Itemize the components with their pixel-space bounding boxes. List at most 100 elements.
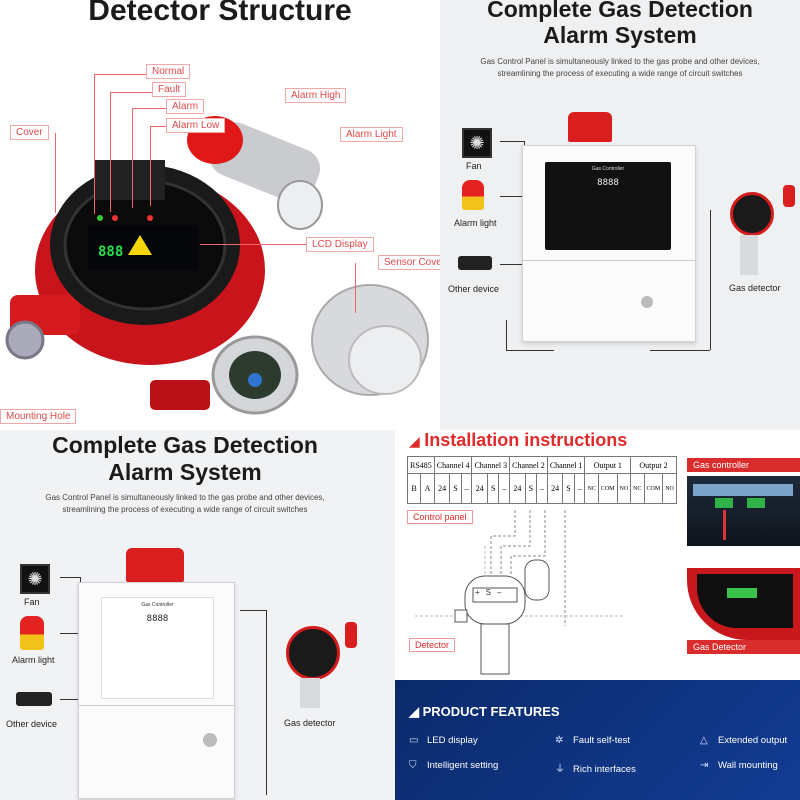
subtitle-line2: streamlining the process of executing a … (62, 505, 308, 514)
feature-item: ⇥ Wall mounting (700, 760, 778, 771)
gas-detector-tag: Gas Detector (687, 640, 800, 654)
terminal-pin: – (536, 473, 548, 504)
terminal-group: Output 1 (584, 456, 632, 474)
feature-label: Wall mounting (718, 760, 778, 771)
detector-pin: + (475, 588, 486, 597)
chevron-icon: ◢ (409, 704, 419, 719)
feature-label: LED display (427, 735, 478, 746)
feature-item: ⛉Intelligent setting (409, 760, 498, 771)
controller-screen: Gas Controller 8888 (545, 162, 671, 250)
wall-mount-icon: ⇥ (700, 760, 709, 771)
terminal-block: RS485 Channel 4 Channel 3 Channel 2 Chan… (406, 456, 677, 504)
fan-icon: ✺ (20, 564, 50, 594)
terminal-pin: B (406, 473, 422, 504)
feature-label: Fault self-test (573, 735, 631, 746)
terminal-pin: A (420, 473, 435, 504)
control-panel-label: Control panel (407, 510, 473, 524)
callout-alarm-high: Alarm High (285, 88, 347, 103)
system-subtitle-top: Gas Control Panel is simultaneously link… (440, 56, 800, 80)
terminal-pin: NO (616, 473, 632, 504)
shield-icon: ⛉ (409, 760, 417, 771)
controller-display: 8888 (146, 614, 169, 624)
product-features-panel: ◢ PRODUCT FEATURES ▭ LED display ✲ Fault s… (395, 680, 800, 800)
terminal-group-row: RS485 Channel 4 Channel 3 Channel 2 Chan… (407, 456, 677, 474)
display-icon: ▭ (409, 735, 419, 746)
valve-icon (16, 692, 52, 706)
terminal-group: RS485 (407, 456, 435, 474)
terminal-pin: S (524, 473, 538, 504)
detector-structure-title: Detector Structure (88, 0, 352, 27)
alarm-light-icon (20, 616, 44, 650)
gas-controller-cabinet: Gas Controller 8888 (522, 145, 696, 342)
feature-label: Rich interfaces (573, 764, 636, 775)
terminal-pin-row: B A 24 S – 24 S – 24 S – 24 S – NC COM N… (406, 473, 677, 504)
system-title-line1: Complete Gas Detection (52, 432, 318, 458)
callout-fault: Fault (152, 82, 187, 97)
terminal-group: Output 2 (630, 456, 677, 474)
terminal-pin: 24 (509, 473, 526, 504)
callout-mounting-hole: Mounting Hole (0, 409, 77, 424)
gas-detector-icon (730, 192, 774, 236)
detector-pins: +S– (475, 588, 507, 597)
installation-title: Installation instructions (424, 430, 628, 450)
feature-label: Extended output (718, 735, 788, 746)
controller-title: Gas Controller (591, 166, 625, 172)
terminal-pin: COM (597, 473, 618, 504)
gas-detector-photo (687, 568, 800, 640)
gas-detector-label: Gas detector (284, 718, 336, 728)
feature-item: ✲ Fault self-test (555, 735, 630, 746)
system-title-bottom: Complete Gas Detection Alarm System (0, 432, 370, 486)
chevron-icon: ◢ (409, 433, 420, 449)
detector-pin: – (497, 588, 508, 597)
gas-controller-cabinet: Gas Controller 8888 (78, 582, 235, 799)
system-title-line1: Complete Gas Detection (487, 0, 753, 22)
feature-item: ▭ LED display (409, 735, 478, 746)
callout-sensor-cover: Sensor Cover (378, 255, 440, 270)
system-panel-top: Complete Gas Detection Alarm System Gas … (440, 0, 800, 430)
callout-normal: Normal (146, 64, 191, 79)
other-device-label: Other device (6, 719, 58, 729)
alarm-light-label: Alarm light (12, 655, 55, 665)
fan-label: Fan (466, 161, 482, 171)
system-panel-bottom: Complete Gas Detection Alarm System Gas … (0, 430, 395, 800)
controller-title: Gas Controller (141, 602, 174, 608)
gas-detector-icon (286, 626, 340, 680)
terminal-group: Channel 1 (546, 456, 586, 474)
callout-lcd-display: LCD Display (306, 237, 374, 252)
network-icon: △ (700, 735, 708, 746)
terminal-group: Channel 2 (509, 456, 548, 474)
features-title-text: PRODUCT FEATURES (422, 704, 560, 719)
gas-controller-photo (687, 476, 800, 546)
terminal-group: Channel 4 (433, 456, 473, 474)
subtitle-line2: streamlining the process of executing a … (497, 69, 743, 78)
valve-icon (458, 256, 492, 270)
detector-label: Detector (409, 638, 456, 652)
detector-pin: S (485, 588, 498, 597)
terminal-pin: – (498, 473, 511, 504)
terminal-pin: 24 (471, 473, 489, 504)
installation-header: ◢ Installation instructions (409, 430, 627, 451)
feature-item: ⏚Rich interfaces (555, 760, 636, 775)
installation-panel: ◢ Installation instructions RS485 Channe… (395, 430, 800, 680)
cabinet-beacon (126, 548, 184, 582)
alarm-light-label: Alarm light (454, 218, 497, 228)
terminal-pin: S (562, 473, 575, 504)
features-title: ◢ PRODUCT FEATURES (409, 704, 560, 720)
gear-icon: ✲ (555, 735, 564, 746)
callout-alarm-light: Alarm Light (340, 127, 403, 142)
terminal-pin: – (573, 473, 586, 504)
terminal-pin: 24 (433, 473, 451, 504)
gas-controller-tag: Gas controller (687, 458, 800, 472)
gas-detector-label: Gas detector (729, 283, 781, 293)
detector-illustration (5, 116, 429, 415)
terminal-pin: NC (584, 473, 599, 504)
callout-alarm-low: Alarm Low (166, 118, 226, 133)
callout-cover: Cover (10, 125, 49, 140)
terminal-pin: NC (630, 473, 645, 504)
terminal-pin: 24 (546, 473, 564, 504)
fan-label: Fan (24, 597, 40, 607)
wiring-diagram (415, 510, 625, 675)
lcd-readout: 888 (98, 244, 124, 260)
subtitle-line1: Gas Control Panel is simultaneously link… (45, 493, 325, 502)
terminal-pin: NO (662, 473, 677, 504)
